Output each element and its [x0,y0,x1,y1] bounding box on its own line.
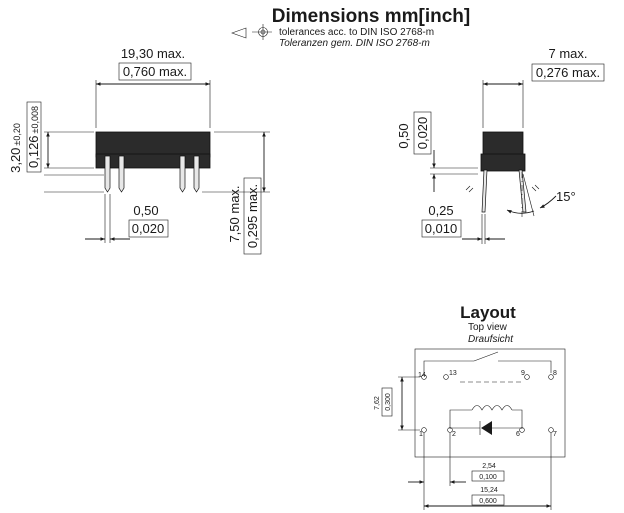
layout-view-de: Draufsicht [468,334,514,345]
length-dim-inch: 0,760 max. [123,64,187,79]
front-view: 19,30 max. 0,760 max. 3,20±0,20 0,126±0,… [8,46,270,255]
pin-hole-2 [447,427,453,433]
pin-hole-9 [524,374,530,380]
tolerance-symbol-icon [231,24,272,40]
row-spacing-dim-inch: 0,300 [385,393,392,411]
height-dim-inch: 0,126±0,008 [26,106,41,168]
pin-width-dim: 0,50 [133,203,158,218]
pin-label-6: 6 [516,431,520,438]
layout-title: Layout [460,303,516,322]
break-marks [465,184,540,193]
layout-outline [414,348,566,458]
pin-hole-6 [519,427,525,433]
standoff-dim-inch: 0,020 [415,117,430,150]
pin-thickness-dim: 0,25 [428,203,453,218]
switch-contact [423,351,552,383]
pin-width-dim-inch: 0,020 [132,221,165,236]
pin-label-7: 7 [553,431,557,438]
pin-hole-14 [421,374,427,380]
pitch-dim: 2,54 [482,463,496,470]
height-dim: 3,20±0,20 [8,123,23,173]
pin-label-14: 14 [418,372,426,379]
relay-pins [104,155,200,193]
layout-view-en: Top view [468,322,508,333]
relay-base [95,153,211,169]
pin-thickness-dim-inch: 0,010 [425,221,458,236]
span-dim: 15,24 [480,487,498,494]
length-dim: 19,30 max. [121,46,185,61]
relay-pins-side [481,169,527,213]
span-dim-inch: 0,600 [479,498,497,505]
page-title: Dimensions mm[inch] [272,6,470,27]
width-dim-inch: 0,276 max. [536,65,600,80]
relay-base-side [480,153,526,172]
pitch-dim-inch: 0,100 [479,474,497,481]
total-height-dim: 7,50 max. [227,185,242,242]
pin-label-8: 8 [553,370,557,377]
width-dim: 7 max. [548,46,587,61]
pin-hole-7 [548,427,554,433]
layout-view: Layout Top view Draufsicht [374,303,566,510]
diode-symbol [450,421,522,435]
angle-dim: 15° [556,189,576,204]
tolerance-note-en: tolerances acc. to DIN ISO 2768-m [279,27,434,38]
pin-hole-1 [421,427,427,433]
header: Dimensions mm[inch] tolerances acc. to D… [231,6,470,49]
standoff-dim: 0,50 [396,123,411,148]
pin-hole-8 [548,374,554,380]
pin-label-13: 13 [449,370,457,377]
pin-label-2: 2 [452,431,456,438]
total-height-dim-inch: 0,295 max. [245,184,260,248]
pin-label-9: 9 [521,370,525,377]
layout-pins: 14 13 9 8 1 2 6 7 [418,370,557,438]
pin-hole-13 [443,374,449,380]
row-spacing-dim: 7,62 [374,396,381,410]
relay-body [95,131,211,158]
pin-label-1: 1 [419,431,423,438]
side-view: 7 max. 0,276 max. 0,50 0,020 0,25 0,010 … [396,46,605,244]
coil-symbol [449,405,523,429]
tolerance-note-de: Toleranzen gem. DIN ISO 2768-m [279,38,430,49]
